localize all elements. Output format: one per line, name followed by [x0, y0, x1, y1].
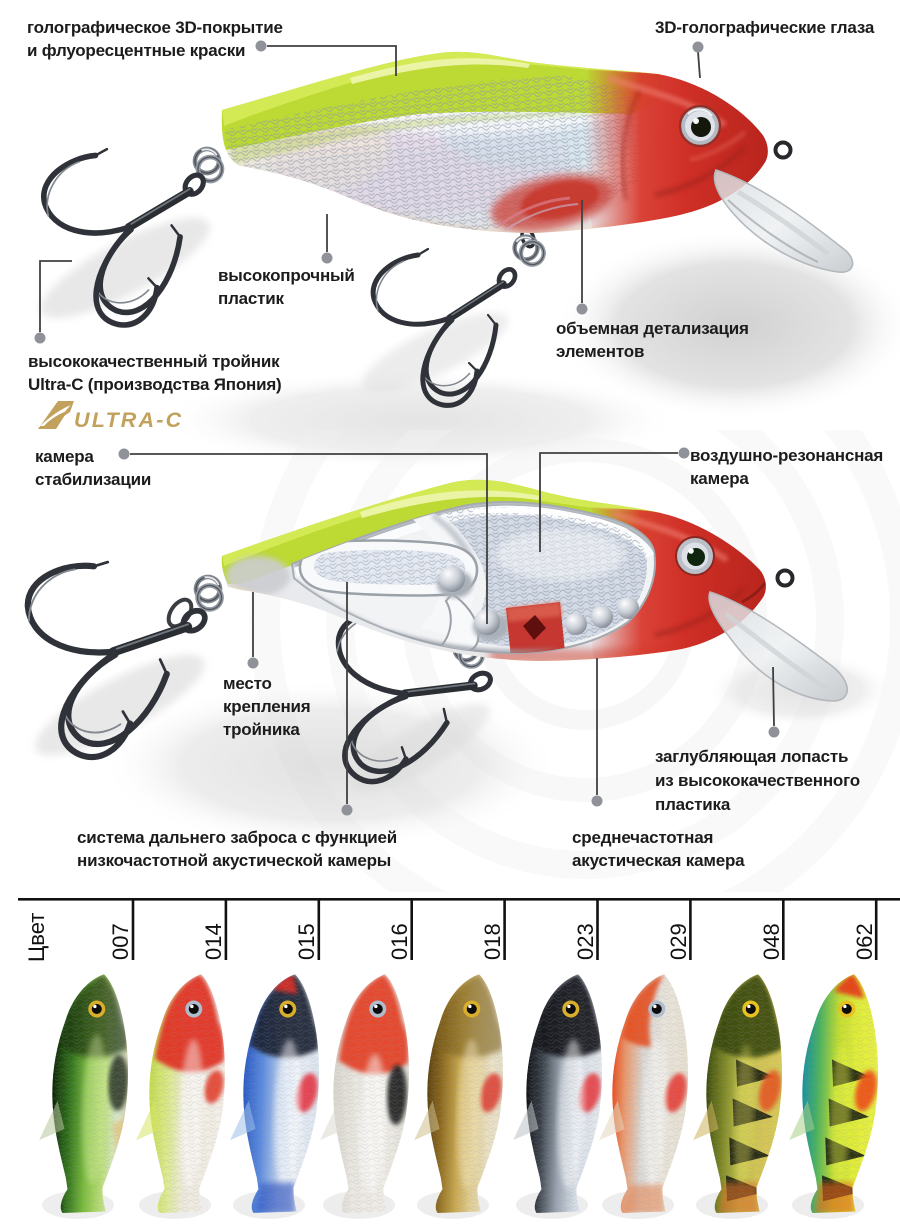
svg-text:ULTRA-C: ULTRA-C	[74, 408, 183, 432]
svg-text:высококачественный тройник: высококачественный тройник	[28, 352, 280, 371]
svg-text:крепления: крепления	[223, 697, 310, 716]
svg-text:высокопрочный: высокопрочный	[218, 266, 355, 285]
svg-text:029: 029	[666, 923, 691, 960]
svg-text:пластика: пластика	[655, 795, 731, 814]
svg-text:голографическое 3D-покрытие: голографическое 3D-покрытие	[27, 18, 283, 37]
svg-text:048: 048	[759, 923, 784, 960]
svg-text:015: 015	[294, 923, 319, 960]
svg-text:016: 016	[387, 923, 412, 960]
svg-text:023: 023	[573, 923, 598, 960]
svg-text:стабилизации: стабилизации	[35, 470, 151, 489]
svg-text:Цвет: Цвет	[24, 913, 49, 962]
svg-text:3D-голографические глаза: 3D-голографические глаза	[655, 18, 875, 37]
svg-text:акустическая камера: акустическая камера	[572, 851, 745, 870]
svg-text:007: 007	[108, 923, 133, 960]
svg-text:заглубляющая лопасть: заглубляющая лопасть	[655, 747, 848, 766]
svg-text:пластик: пластик	[218, 289, 285, 308]
svg-text:062: 062	[852, 923, 877, 960]
svg-text:тройника: тройника	[223, 720, 300, 739]
svg-text:Ultra-C (производства Япония): Ultra-C (производства Япония)	[28, 375, 282, 394]
svg-text:среднечастотная: среднечастотная	[572, 828, 713, 847]
svg-text:место: место	[223, 674, 272, 693]
svg-text:элементов: элементов	[556, 342, 644, 361]
svg-text:014: 014	[201, 923, 226, 960]
svg-text:и флуоресцентные краски: и флуоресцентные краски	[27, 41, 245, 60]
svg-text:из высококачественного: из высококачественного	[655, 771, 860, 790]
svg-text:018: 018	[480, 923, 505, 960]
svg-text:система дальнего заброса с фун: система дальнего заброса с функцией	[77, 828, 397, 847]
svg-text:камера: камера	[35, 447, 94, 466]
svg-text:камера: камера	[690, 469, 749, 488]
svg-text:объемная детализация: объемная детализация	[556, 319, 749, 338]
svg-text:низкочастотной акустической ка: низкочастотной акустической камеры	[77, 851, 391, 870]
svg-text:воздушно-резонансная: воздушно-резонансная	[690, 446, 883, 465]
